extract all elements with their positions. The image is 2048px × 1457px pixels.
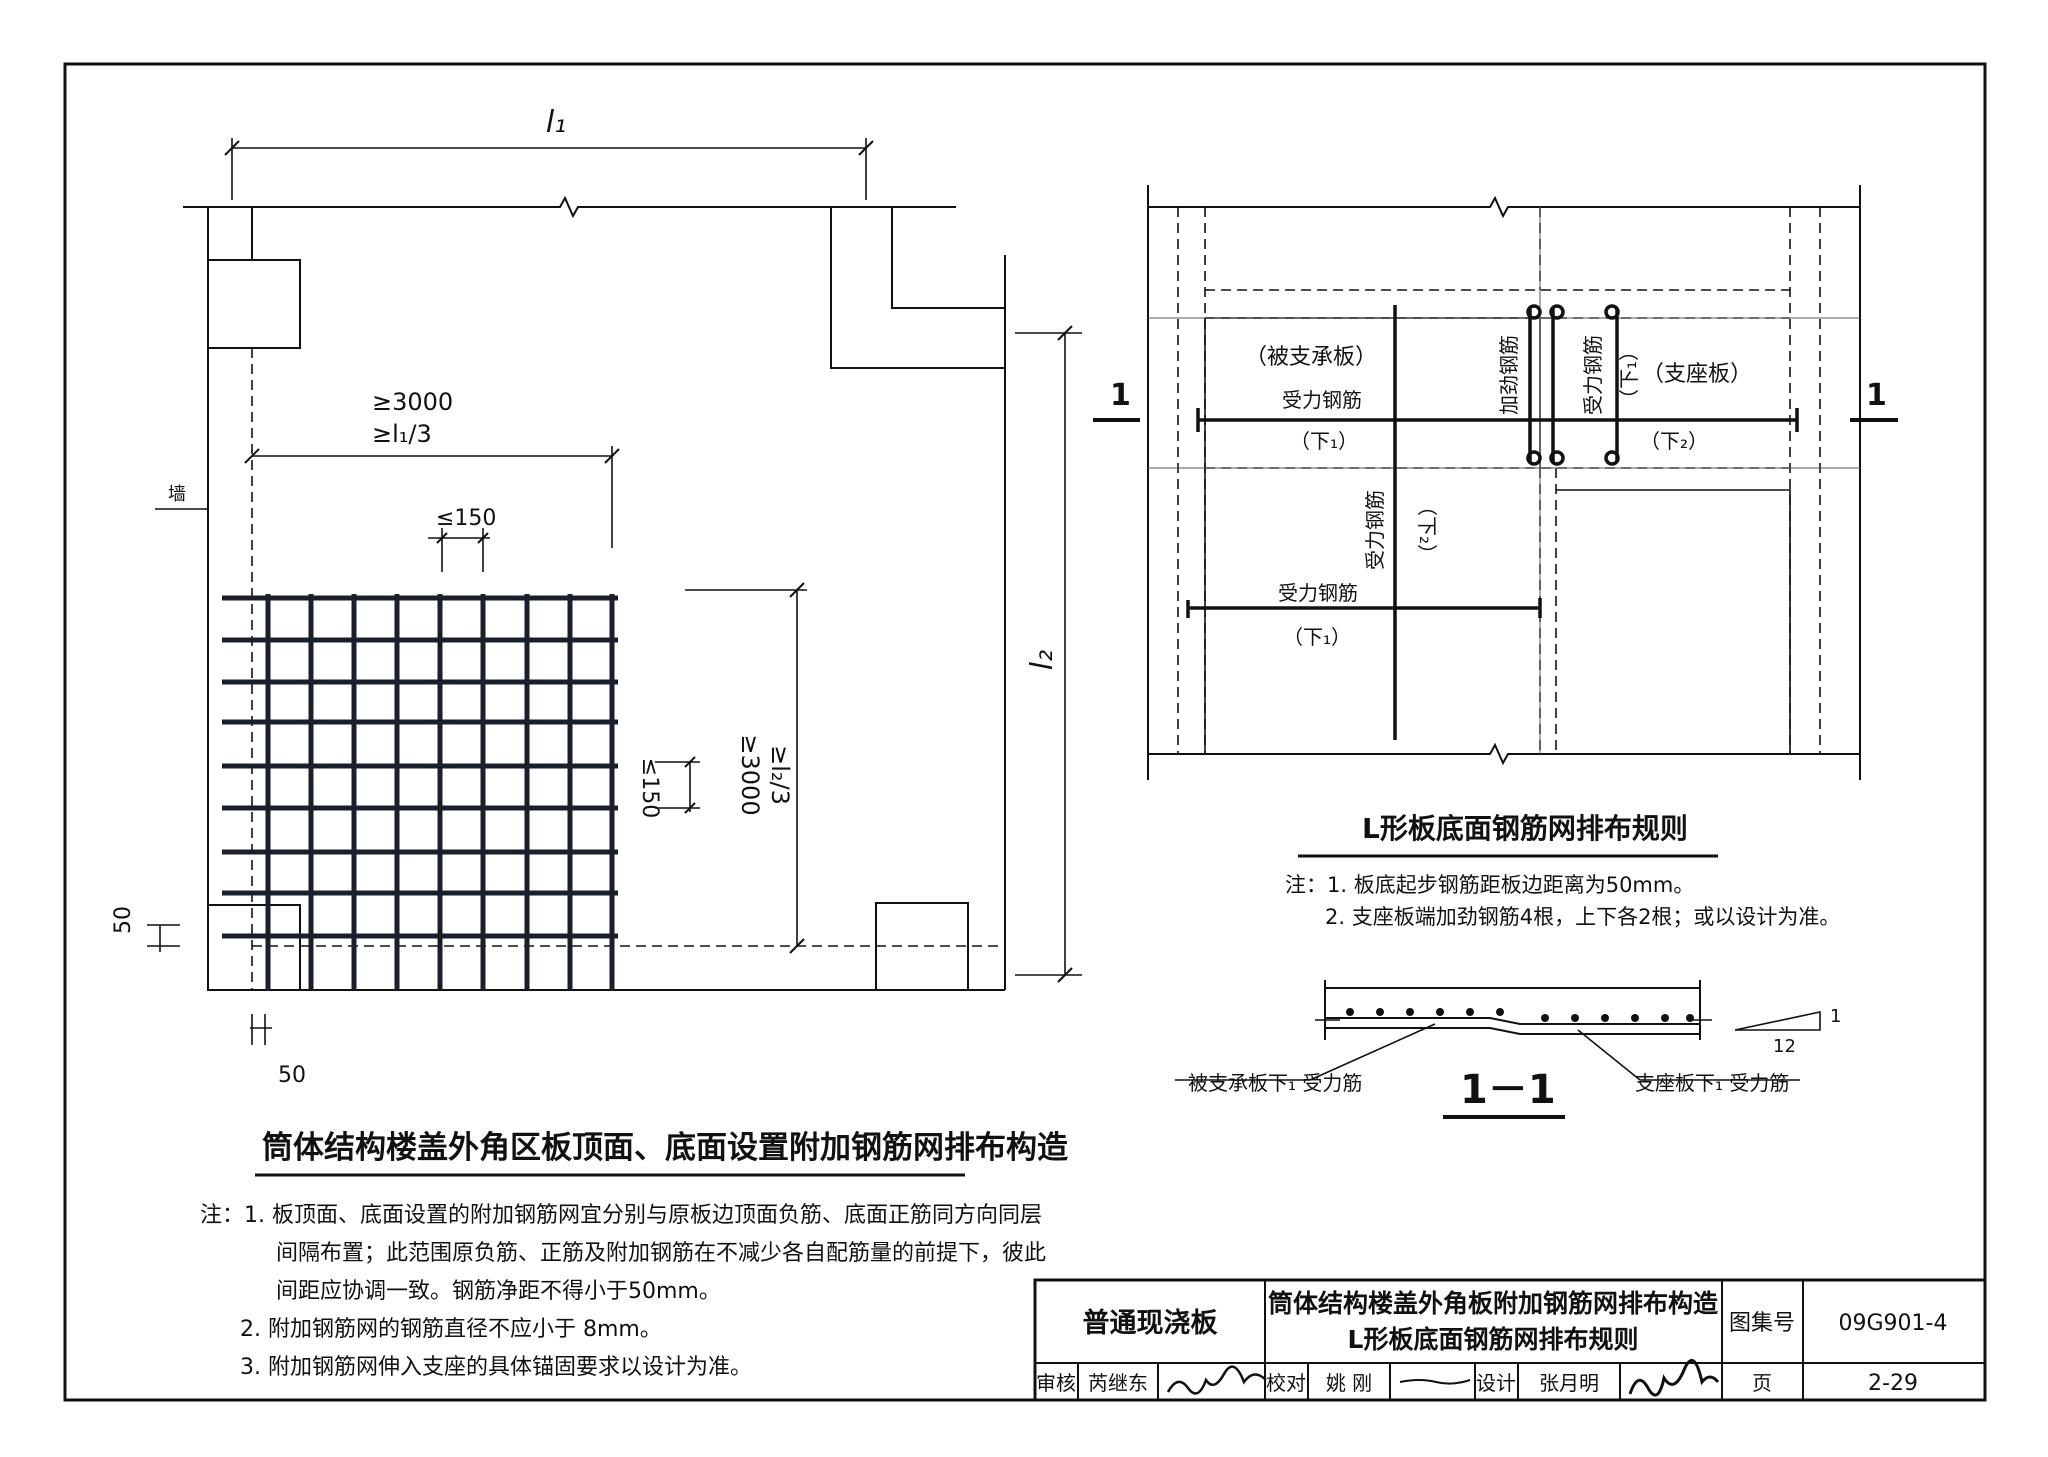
- rebar-a-sub: （下₁）: [1290, 429, 1358, 453]
- dim-min-x-label-a: ≥3000: [372, 388, 453, 416]
- rebar-d-label: 受力钢筋: [1278, 581, 1358, 605]
- section-dot-supported: [1346, 1008, 1354, 1016]
- section-dot-supported: [1466, 1008, 1474, 1016]
- section-dot-supported: [1406, 1008, 1414, 1016]
- rebar-d-sub: （下₁）: [1283, 625, 1351, 649]
- section-dot-support: [1541, 1014, 1549, 1022]
- section-dot-supported: [1496, 1008, 1504, 1016]
- tb-review-signature: [1166, 1365, 1267, 1395]
- slope-run-label: 12: [1773, 1036, 1796, 1057]
- tb-title-line1: 筒体结构楼盖外角板附加钢筋网排布构造: [1268, 1289, 1718, 1318]
- left-labels: l₁ ≥3000 ≥l₁/3 ≤150 墙 l₂ ≤150 ≥3000 ≥l₂/…: [111, 105, 1068, 1380]
- section-title: 1－1: [1460, 1067, 1556, 1113]
- right-figure: [1093, 185, 1898, 780]
- tb-design-label: 设计: [1476, 1371, 1516, 1395]
- section-labels: 1－1 被支承板下₁ 受力筋 支座板下₁ 受力筋 1 12: [1188, 1006, 1841, 1113]
- supported-slab-label: （被支承板）: [1245, 345, 1377, 370]
- dim-spacing-x-label: ≤150: [436, 506, 496, 531]
- tb-check-name: 姚 刚: [1326, 1371, 1372, 1395]
- section-dot-support: [1601, 1014, 1609, 1022]
- tb-review-label: 审核: [1036, 1371, 1076, 1395]
- rebar-c-sub: （下₂）: [1415, 496, 1439, 564]
- dim-l2-label: l₂: [1025, 650, 1060, 670]
- dim-spacing-y-label: ≤150: [637, 758, 662, 818]
- left-figure: [147, 138, 1082, 1045]
- section-mark-right: 1: [1866, 378, 1887, 413]
- tb-title-line2: L形板底面钢筋网排布规则: [1348, 1325, 1639, 1354]
- title-block: [1033, 1278, 1987, 1402]
- section-dot-support: [1571, 1014, 1579, 1022]
- dim-min-y-label-a: ≥3000: [736, 734, 764, 815]
- tb-design-name: 张月明: [1539, 1371, 1599, 1395]
- section-dot-support: [1661, 1014, 1669, 1022]
- dim-edge-y-label: 50: [111, 906, 136, 934]
- slope-rise-label: 1: [1830, 1006, 1841, 1027]
- rebar-b-sub2: （下₂）: [1640, 429, 1708, 453]
- right-note-2: 2. 支座板端加劲钢筋4根，上下各2根；或以设计为准。: [1325, 905, 1840, 929]
- section-dot-support: [1631, 1014, 1639, 1022]
- sheet-border: [63, 62, 1987, 1402]
- left-note-2: 间隔布置；此范围原负筋、正筋及附加钢筋在不减少各自配筋量的前提下，彼此: [276, 1241, 1046, 1266]
- dim-min-y-label-b: ≥l₂/3: [766, 745, 794, 805]
- dim-min-x-label-b: ≥l₁/3: [372, 420, 432, 448]
- rebar-b-label: 受力钢筋: [1581, 335, 1605, 415]
- left-caption: 筒体结构楼盖外角区板顶面、底面设置附加钢筋网排布构造: [262, 1130, 1068, 1166]
- tb-check-signature: [1399, 1379, 1471, 1385]
- rebar-c-label: 受力钢筋: [1363, 490, 1387, 570]
- section-rebar-dots: [1346, 1008, 1694, 1022]
- tb-check-label: 校对: [1266, 1371, 1306, 1395]
- section-dot-support: [1686, 1014, 1694, 1022]
- rebar-mesh: [222, 594, 618, 990]
- section-mark-left: 1: [1110, 378, 1131, 413]
- left-note-5: 3. 附加钢筋网伸入支座的具体锚固要求以设计为准。: [240, 1355, 752, 1380]
- title-block-text: 普通现浇板 筒体结构楼盖外角板附加钢筋网排布构造 L形板底面钢筋网排布规则 图集…: [1036, 1289, 1948, 1397]
- tb-design-signature: [1628, 1358, 1720, 1397]
- stiffener-label: 加劲钢筋: [1497, 335, 1521, 415]
- support-slab-label: （支座板）: [1642, 362, 1752, 387]
- tb-atlas-label: 图集号: [1729, 1311, 1795, 1336]
- tb-category: 普通现浇板: [1083, 1307, 1218, 1339]
- section-left-label: 被支承板下₁ 受力筋: [1188, 1071, 1362, 1095]
- section-dot-supported: [1436, 1008, 1444, 1016]
- left-note-1: 注：1. 板顶面、底面设置的附加钢筋网宜分别与原板边顶面负筋、底面正筋同方向同层: [200, 1203, 1042, 1228]
- right-note-1: 注：1. 板底起步钢筋距板边距离为50mm。: [1285, 873, 1694, 897]
- rebar-b-sub: （下₁）: [1617, 341, 1641, 409]
- dim-edge-x-label: 50: [278, 1063, 306, 1088]
- dim-l1-label: l₁: [546, 105, 566, 140]
- tb-atlas-no: 09G901-4: [1839, 1311, 1948, 1336]
- left-note-4: 2. 附加钢筋网的钢筋直径不应小于 8mm。: [240, 1317, 662, 1342]
- tb-review-name: 芮继东: [1088, 1371, 1148, 1395]
- rebar-a-label: 受力钢筋: [1282, 388, 1362, 412]
- wall-label: 墙: [168, 484, 186, 505]
- tb-page-label: 页: [1752, 1371, 1772, 1395]
- section-right-label: 支座板下₁ 受力筋: [1635, 1071, 1789, 1095]
- section-dot-supported: [1376, 1008, 1384, 1016]
- right-caption: L形板底面钢筋网排布规则: [1362, 812, 1688, 845]
- right-labels: 1 1 （被支承板） （支座板） 受力钢筋 （下₁） 加劲钢筋 受力钢筋 （下₁…: [1110, 335, 1887, 929]
- tb-page-no: 2-29: [1868, 1371, 1918, 1396]
- left-note-3: 间距应协调一致。钢筋净距不得小于50mm。: [276, 1279, 721, 1304]
- section-1-1: [1175, 980, 1821, 1119]
